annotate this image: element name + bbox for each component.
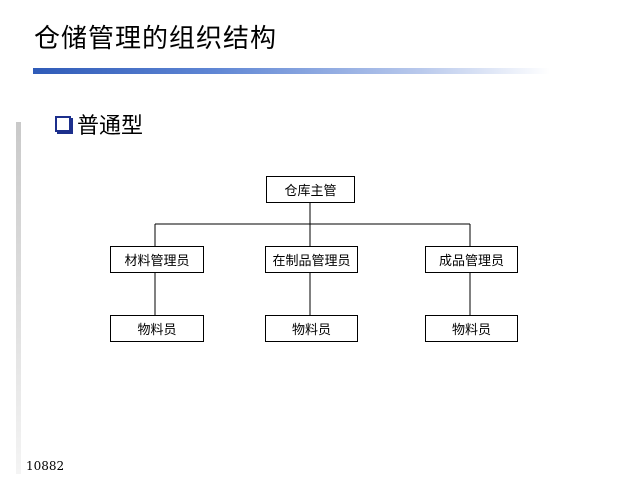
org-node-clerk-2: 物料员 xyxy=(265,315,358,342)
hollow-square-icon xyxy=(55,116,71,132)
org-node-manager-wip: 在制品管理员 xyxy=(265,246,358,273)
org-node-clerk-3: 物料员 xyxy=(425,315,518,342)
left-decorative-bar xyxy=(16,122,21,474)
page-number: 10882 xyxy=(26,459,65,473)
org-node-manager-materials: 材料管理员 xyxy=(110,246,204,273)
slide-title: 仓储管理的组织结构 xyxy=(34,24,278,54)
org-node-clerk-1: 物料员 xyxy=(110,315,204,342)
org-node-root: 仓库主管 xyxy=(266,176,355,203)
bullet-item: 普通型 xyxy=(55,108,143,140)
title-underline-bar xyxy=(33,68,550,74)
bullet-text: 普通型 xyxy=(77,114,144,139)
org-node-manager-finished: 成品管理员 xyxy=(425,246,518,273)
